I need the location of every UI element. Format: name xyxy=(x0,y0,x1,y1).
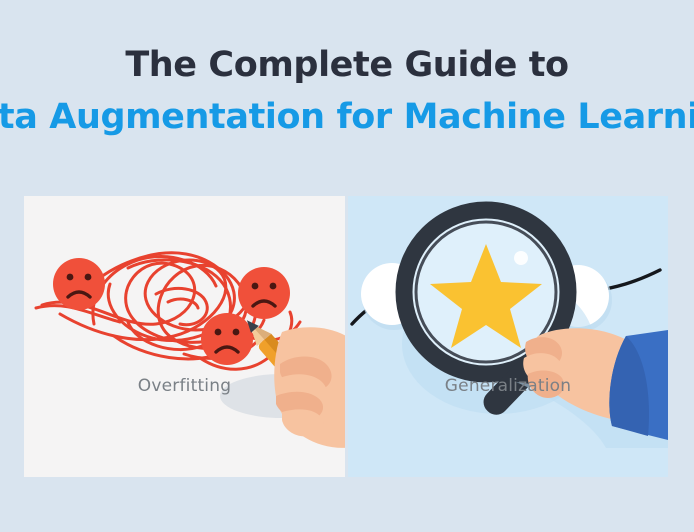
overfitting-illustration xyxy=(34,251,345,448)
hand-holding-magnifier-icon xyxy=(523,328,668,440)
title-line-secondary: Data Augmentation for Machine Learning xyxy=(0,97,694,137)
generalization-caption: Generalization xyxy=(444,376,572,396)
title-line-primary: The Complete Guide to xyxy=(125,45,569,85)
sad-face-icon xyxy=(201,313,253,365)
generalization-illustration xyxy=(350,201,668,448)
hand-with-pencil-icon xyxy=(246,320,345,448)
panel-generalization: Generalization xyxy=(348,196,668,477)
sad-face-icon xyxy=(53,258,105,310)
illustration-strip: Overfitting xyxy=(24,196,668,477)
sad-face-icon xyxy=(238,267,290,319)
panel-overfitting: Overfitting xyxy=(24,196,345,477)
magnifying-glass-icon xyxy=(395,201,577,415)
lens-glint-icon xyxy=(514,251,528,265)
star-icon xyxy=(430,244,542,348)
poster-title: The Complete Guide to Data Augmentation … xyxy=(0,40,694,144)
overfitting-caption: Overfitting xyxy=(137,376,232,396)
